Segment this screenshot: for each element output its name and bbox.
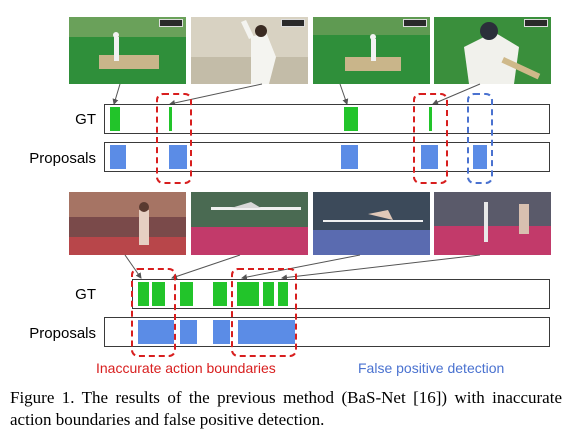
gt-segment xyxy=(110,107,120,131)
high-jump-frame-icon xyxy=(191,192,308,255)
bottom-proposals-track xyxy=(104,317,550,347)
cricket-frame-3 xyxy=(313,17,430,84)
highjump-frame-4 xyxy=(434,192,551,255)
false-positive-box xyxy=(467,93,493,184)
gt-segment xyxy=(213,282,227,306)
bottom-proposals-label: Proposals xyxy=(29,325,96,342)
high-jump-frame-icon xyxy=(69,192,186,255)
top-gt-track xyxy=(104,104,550,134)
cricket-frame-icon xyxy=(434,17,551,84)
highjump-frame-1 xyxy=(69,192,186,255)
highjump-frame-3 xyxy=(313,192,430,255)
gt-segment xyxy=(278,282,288,306)
figure-caption: Figure 1. The results of the previous me… xyxy=(10,388,562,429)
highjump-frame-2 xyxy=(191,192,308,255)
gt-segment xyxy=(263,282,274,306)
gt-segment xyxy=(429,107,432,131)
proposal-segment xyxy=(341,145,358,169)
gt-segment xyxy=(138,282,149,306)
gt-segment xyxy=(169,107,172,131)
cricket-frame-1 xyxy=(69,17,186,84)
boundary-error-box xyxy=(156,93,192,184)
boundary-error-box xyxy=(231,268,297,357)
high-jump-frame-icon xyxy=(313,192,430,255)
boundary-error-box xyxy=(413,93,448,184)
bottom-gt-track xyxy=(132,279,550,309)
proposal-segment xyxy=(110,145,126,169)
proposal-segment xyxy=(138,320,174,344)
cricket-frame-icon xyxy=(191,17,308,84)
proposal-segment xyxy=(180,320,197,344)
top-gt-label: GT xyxy=(75,111,96,128)
inaccurate-boundaries-note: Inaccurate action boundaries xyxy=(96,360,276,376)
top-proposals-label: Proposals xyxy=(29,150,96,167)
bottom-gt-label: GT xyxy=(75,286,96,303)
proposal-segment xyxy=(169,145,187,169)
cricket-frame-2 xyxy=(191,17,308,84)
boundary-error-box xyxy=(131,268,176,357)
proposal-segment xyxy=(421,145,438,169)
proposal-segment xyxy=(238,320,295,344)
false-positive-note: False positive detection xyxy=(358,360,505,376)
proposal-segment xyxy=(473,145,487,169)
gt-segment xyxy=(152,282,165,306)
top-proposals-track xyxy=(104,142,550,172)
cricket-frame-4 xyxy=(434,17,551,84)
high-jump-frame-icon xyxy=(434,192,551,255)
cricket-frame-icon xyxy=(313,17,430,84)
gt-segment xyxy=(180,282,193,306)
gt-segment xyxy=(237,282,259,306)
proposal-segment xyxy=(213,320,230,344)
cricket-frame-icon xyxy=(69,17,186,84)
gt-segment xyxy=(344,107,358,131)
